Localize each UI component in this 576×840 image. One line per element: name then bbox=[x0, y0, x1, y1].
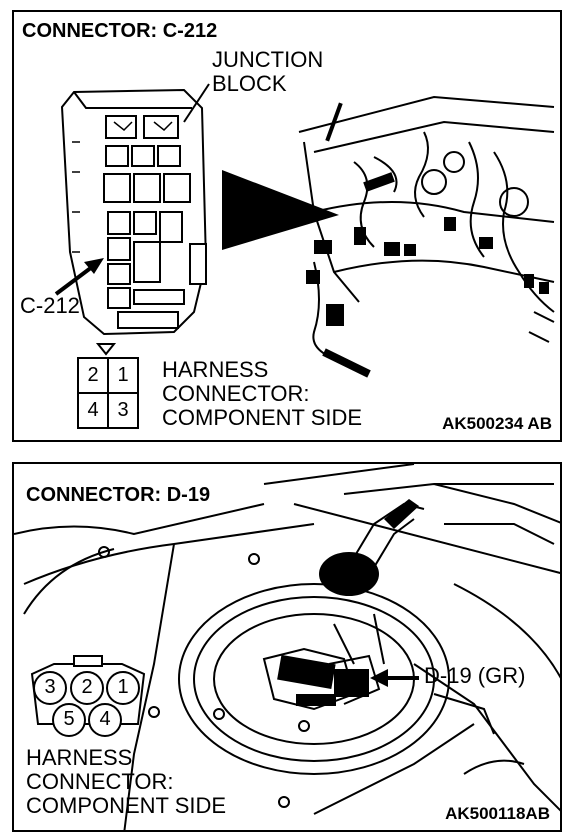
pin-3: 3 bbox=[44, 676, 56, 698]
harness-label-line3: COMPONENT SIDE bbox=[26, 793, 227, 818]
pin-4: 4 bbox=[87, 399, 99, 421]
junction-label-line2: BLOCK bbox=[212, 71, 287, 96]
figure-code: AK500118AB bbox=[445, 804, 550, 823]
connector-title: CONNECTOR: C-212 bbox=[22, 20, 218, 42]
harness-label-line3: COMPONENT SIDE bbox=[162, 405, 363, 430]
pin-5: 5 bbox=[63, 708, 75, 730]
figure-code: AK500234 AB bbox=[442, 414, 552, 433]
harness-connector-label: HARNESS CONNECTOR: COMPONENT SIDE bbox=[26, 746, 226, 818]
fuel-pump-illustration bbox=[14, 464, 560, 830]
harness-label-line2: CONNECTOR: bbox=[162, 381, 310, 406]
connector-title: CONNECTOR: D-19 bbox=[26, 484, 211, 506]
harness-label-line1: HARNESS bbox=[26, 745, 133, 770]
pin-4: 4 bbox=[99, 708, 111, 730]
pin-1: 1 bbox=[117, 676, 129, 698]
junction-block-illustration bbox=[54, 83, 555, 429]
pin-2: 2 bbox=[87, 364, 99, 386]
connector-d19-panel: CONNECTOR: D-19 D-19 (GR) 3 2 1 5 4 HARN… bbox=[12, 462, 562, 832]
pin-3: 3 bbox=[117, 399, 129, 421]
harness-label-line2: CONNECTOR: bbox=[26, 769, 174, 794]
pin-1: 1 bbox=[117, 364, 129, 386]
harness-label-line1: HARNESS bbox=[162, 357, 269, 382]
connector-c212-panel: CONNECTOR: C-212 JUNCTION BLOCK C-212 2 … bbox=[12, 10, 562, 442]
harness-connector-label: HARNESS CONNECTOR: COMPONENT SIDE bbox=[162, 358, 362, 430]
junction-block-label: JUNCTION BLOCK bbox=[212, 48, 323, 96]
junction-label-line1: JUNCTION bbox=[212, 47, 324, 72]
d19-callout: D-19 (GR) bbox=[424, 663, 526, 688]
pin-2: 2 bbox=[81, 676, 93, 698]
c212-callout: C-212 bbox=[20, 293, 80, 318]
